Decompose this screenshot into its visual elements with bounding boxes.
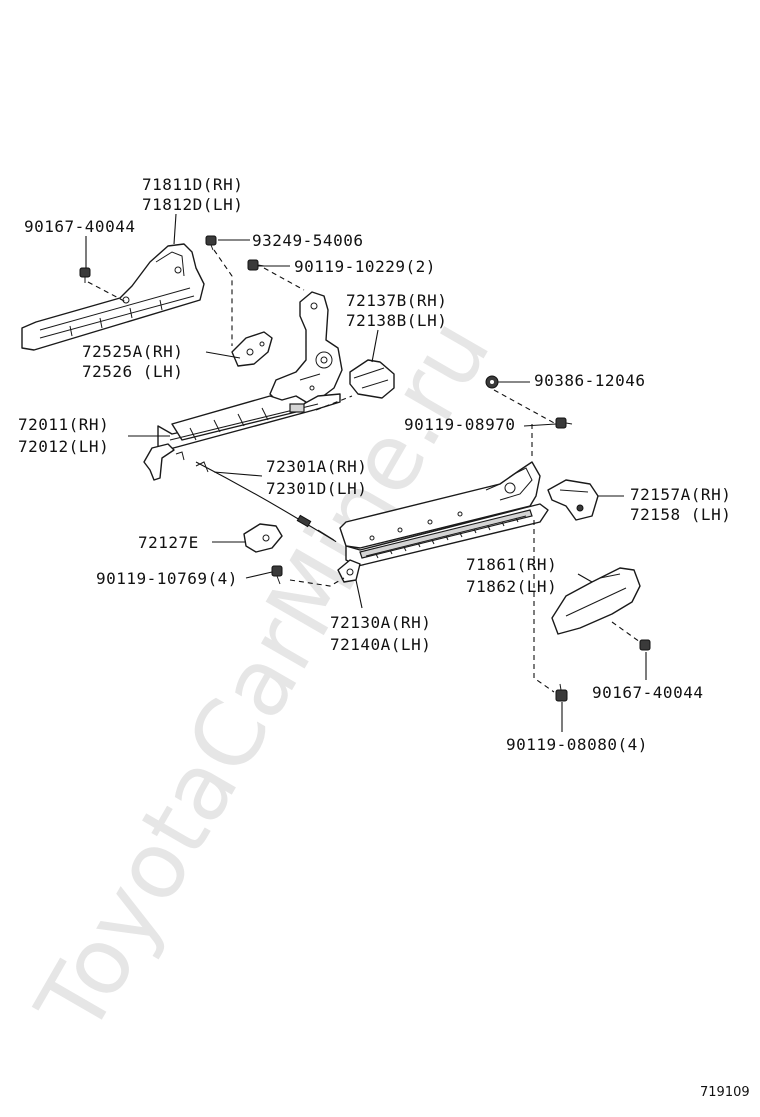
screw-90167-bottom[interactable] (639, 639, 651, 651)
label-90386: 90386-12046 (534, 371, 645, 390)
diagram-code: 719109 (700, 1085, 750, 1100)
seat-track-left[interactable] (157, 393, 341, 451)
label-72130a: 72130A(RH) (330, 613, 431, 632)
label-72127e: 72127E (138, 533, 199, 552)
label-72525a: 72525A(RH) (82, 342, 183, 361)
cushion-shield-part[interactable] (21, 243, 205, 351)
cover-72157a[interactable] (547, 479, 599, 521)
seat-track-right[interactable] (337, 461, 549, 583)
label-90119-10229: 90119-10229(2) (294, 257, 436, 276)
label-93249: 93249-54006 (252, 231, 363, 250)
cover-72127e[interactable] (243, 523, 283, 553)
clip-93249[interactable] (205, 235, 217, 251)
label-72137b: 72137B(RH) (346, 291, 447, 310)
label-71812d: 71812D(LH) (142, 195, 243, 214)
bolt-90119-08970[interactable] (555, 417, 573, 429)
recliner-arm[interactable] (269, 291, 343, 407)
label-90119-08080: 90119-08080(4) (506, 735, 648, 754)
label-72301a: 72301A(RH) (266, 457, 367, 476)
nut-90386[interactable] (485, 375, 499, 389)
bolt-90119-10769[interactable] (271, 565, 283, 585)
track-shield-71861[interactable] (551, 567, 641, 635)
label-72138b: 72138B(LH) (346, 311, 447, 330)
label-90119-10769: 90119-10769(4) (96, 569, 238, 588)
cover-72525a[interactable] (231, 331, 273, 367)
cover-72137b[interactable] (349, 359, 395, 399)
label-72011: 72011(RH) (18, 415, 109, 434)
label-71811d: 71811D(RH) (142, 175, 243, 194)
label-90119-08970: 90119-08970 (404, 415, 515, 434)
bolt-90119-10229[interactable] (247, 259, 265, 271)
label-72301d: 72301D(LH) (266, 479, 367, 498)
label-72157a: 72157A(RH) (630, 485, 731, 504)
label-71862: 71862(LH) (466, 577, 557, 596)
label-90167-bottom: 90167-40044 (592, 683, 703, 702)
release-cable[interactable] (195, 461, 337, 542)
handle-lever[interactable] (143, 443, 185, 481)
screw-90167-top[interactable] (79, 267, 91, 283)
label-72158: 72158 (LH) (630, 505, 731, 524)
label-72526: 72526 (LH) (82, 362, 183, 381)
label-71861: 71861(RH) (466, 555, 557, 574)
label-90167-top: 90167-40044 (24, 217, 135, 236)
label-72012: 72012(LH) (18, 437, 109, 456)
label-72140a: 72140A(LH) (330, 635, 431, 654)
bolt-90119-08080[interactable] (555, 683, 568, 702)
